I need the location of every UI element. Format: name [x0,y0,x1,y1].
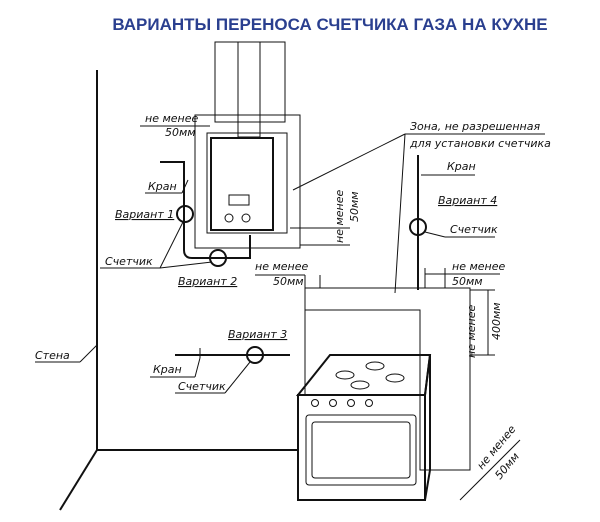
stove-clearance-zone [304,287,471,471]
label-tap-4: Кран [447,160,476,173]
meter-variant-2 [209,249,227,267]
label-min-5a: не менее [465,305,478,358]
label-tap-3: Кран [153,363,182,376]
pipe-variant-4 [409,155,427,290]
label-min-4b: 50мм [452,275,483,288]
label-variant-3: Вариант 3 [228,328,287,341]
label-min-5b: 400мм [490,302,503,340]
diagram-title: ВАРИАНТЫ ПЕРЕНОСА СЧЕТЧИКА ГАЗА НА КУХНЕ [112,15,547,34]
meter-variant-4 [409,218,427,236]
label-min-3a: не менее [333,190,346,243]
label-min-top-a: не менее [145,112,198,125]
label-variant-4: Вариант 4 [438,194,497,207]
label-meter-4: Счетчик [450,223,498,236]
gas-stove [295,354,432,501]
label-min-2a: не менее [255,260,308,273]
labels: не менее 50мм Кран Вариант 1 Счетчик Вар… [35,112,551,482]
label-min-3b: 50мм [348,191,361,222]
label-meter-3: Счетчик [178,380,226,393]
label-meter-1: Счетчик [105,255,153,268]
label-min-2b: 50мм [273,275,304,288]
wall [59,70,298,511]
label-min-top-b: 50мм [165,126,196,139]
label-zone-b: для установки счетчика [409,137,551,150]
label-tap-1: Кран [148,180,177,193]
label-wall: Стена [35,349,70,362]
pipe-variant-3 [175,346,290,364]
label-min-4a: не менее [452,260,505,273]
pipe-variant-1-2 [160,161,251,267]
label-variant-2: Вариант 2 [178,275,237,288]
leader-lines [35,125,545,501]
label-variant-1: Вариант 1 [115,208,174,221]
gas-boiler [210,137,274,231]
meter-variant-1 [176,205,194,223]
label-zone-a: Зона, не разрешенная [410,120,540,133]
meter-variant-3 [246,346,264,364]
